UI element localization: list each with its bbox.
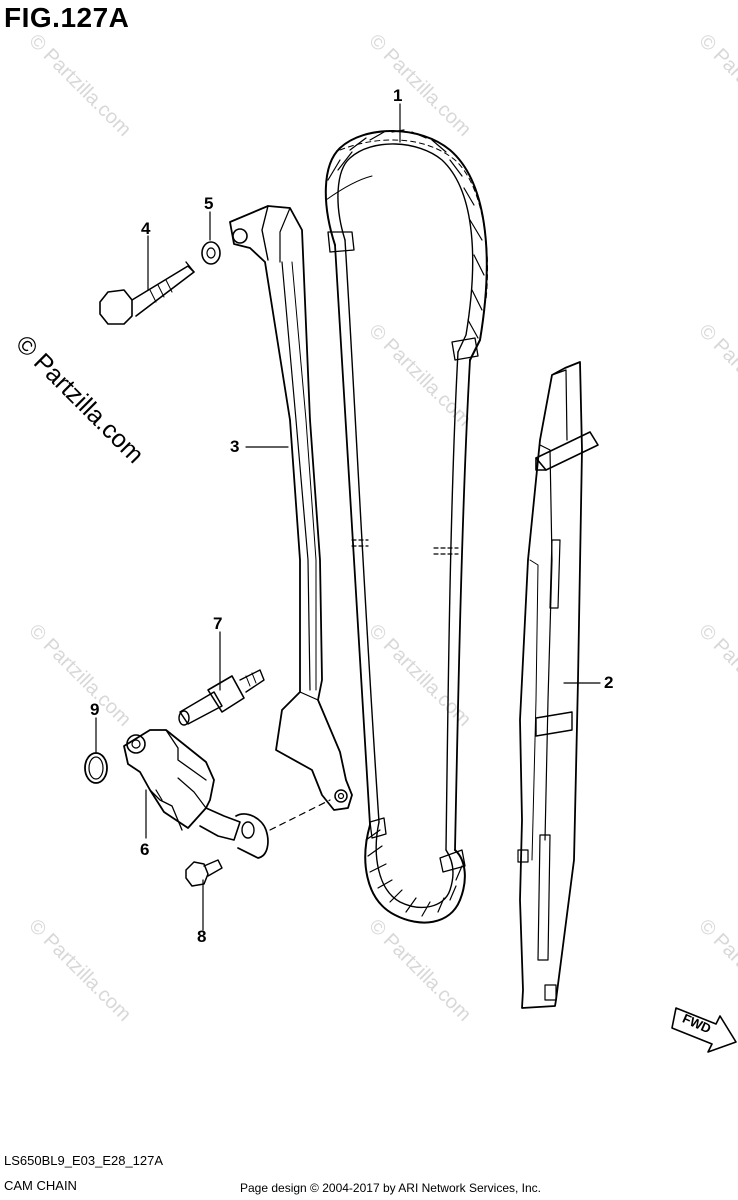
leader-lines bbox=[95, 103, 601, 931]
washer[interactable] bbox=[201, 241, 221, 265]
alignment-line bbox=[269, 799, 331, 831]
callout-4[interactable]: 4 bbox=[141, 219, 151, 238]
copyright-text: Page design © 2004-2017 by ARI Network S… bbox=[240, 1181, 542, 1195]
callout-6[interactable]: 6 bbox=[140, 840, 150, 859]
chain-tensioner[interactable] bbox=[123, 729, 269, 859]
fwd-arrow-icon bbox=[671, 1007, 737, 1053]
tensioner-guide[interactable] bbox=[229, 205, 353, 811]
figure-code: LS650BL9_E03_E28_127A bbox=[4, 1153, 164, 1168]
tensioner-bolt[interactable] bbox=[185, 859, 223, 887]
cam-chain[interactable] bbox=[324, 129, 489, 924]
figure-name: CAM CHAIN bbox=[4, 1178, 77, 1193]
callout-7[interactable]: 7 bbox=[213, 614, 223, 633]
guide-bolt[interactable] bbox=[99, 261, 195, 325]
callout-8[interactable]: 8 bbox=[197, 927, 207, 946]
callout-2[interactable]: 2 bbox=[604, 673, 614, 692]
callout-5[interactable]: 5 bbox=[204, 194, 214, 213]
o-ring[interactable] bbox=[84, 752, 108, 784]
stud-bolt[interactable] bbox=[178, 669, 265, 726]
chain-guide[interactable] bbox=[517, 361, 599, 1009]
callout-3[interactable]: 3 bbox=[230, 437, 240, 456]
figure-title: FIG.127A bbox=[4, 2, 130, 33]
callout-1[interactable]: 1 bbox=[393, 86, 403, 105]
callout-9[interactable]: 9 bbox=[90, 700, 100, 719]
